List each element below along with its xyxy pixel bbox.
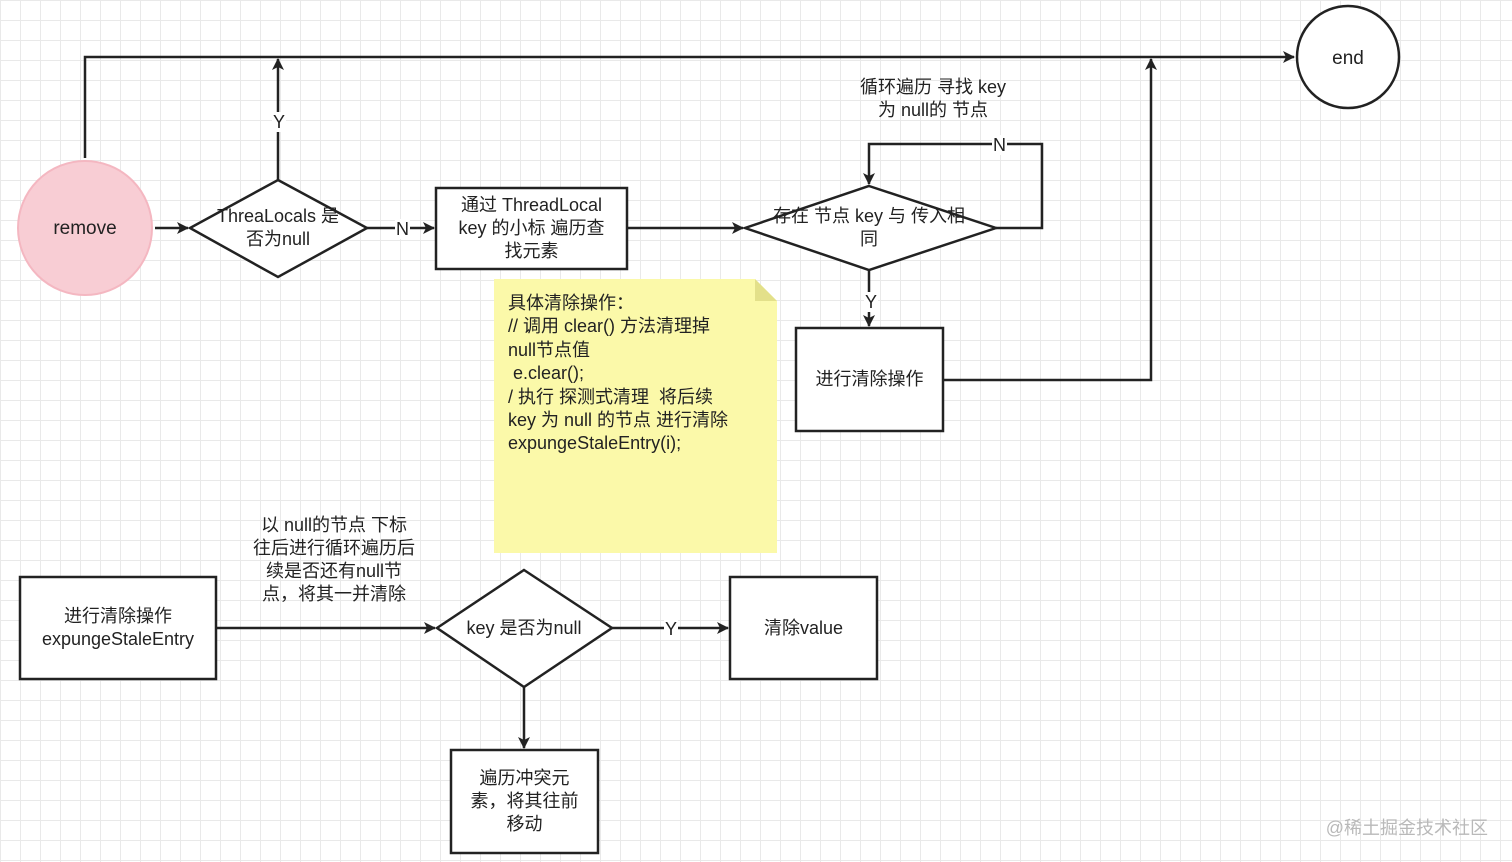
watermark: @稀土掘金技术社区 (1325, 818, 1488, 838)
edge-samekey-no-loop (863, 142, 1044, 230)
decision-threadlocals-null (187, 178, 370, 279)
end-node (1295, 4, 1401, 110)
process-move-collisions (449, 748, 600, 855)
edge-clear-to-end (943, 58, 1157, 382)
note-body (494, 279, 777, 553)
loop-from-null-annotation: 以 null的节点 下标 往后进行循环遍历后 续是否还有null节 点，将其一并… (253, 515, 415, 604)
edge-remove-to-end (83, 51, 1295, 158)
edge-label-same-key-yes: Y (864, 292, 879, 312)
edge-label-threadlocals-yes: Y (272, 112, 287, 132)
edge-label-same-key-no: N (992, 135, 1007, 155)
process-clear-expunge (18, 575, 218, 681)
process-clear-value (728, 575, 879, 681)
note-fold (755, 279, 777, 301)
decision-key-null (434, 568, 615, 689)
note-text: 具体清除操作： // 调用 clear() 方法清理掉 null节点值 e.cl… (508, 293, 729, 454)
edge-label-key-null-yes: Y (664, 619, 679, 639)
decision-same-key (741, 184, 1000, 272)
process-clear-top (794, 326, 945, 433)
process-traverse-index (434, 186, 629, 271)
edge-label-threadlocals-no: N (395, 219, 410, 239)
loop-search-annotation: 循环遍历 寻找 key 为 null的 节点 (859, 77, 1006, 120)
start-node-remove (17, 160, 153, 296)
